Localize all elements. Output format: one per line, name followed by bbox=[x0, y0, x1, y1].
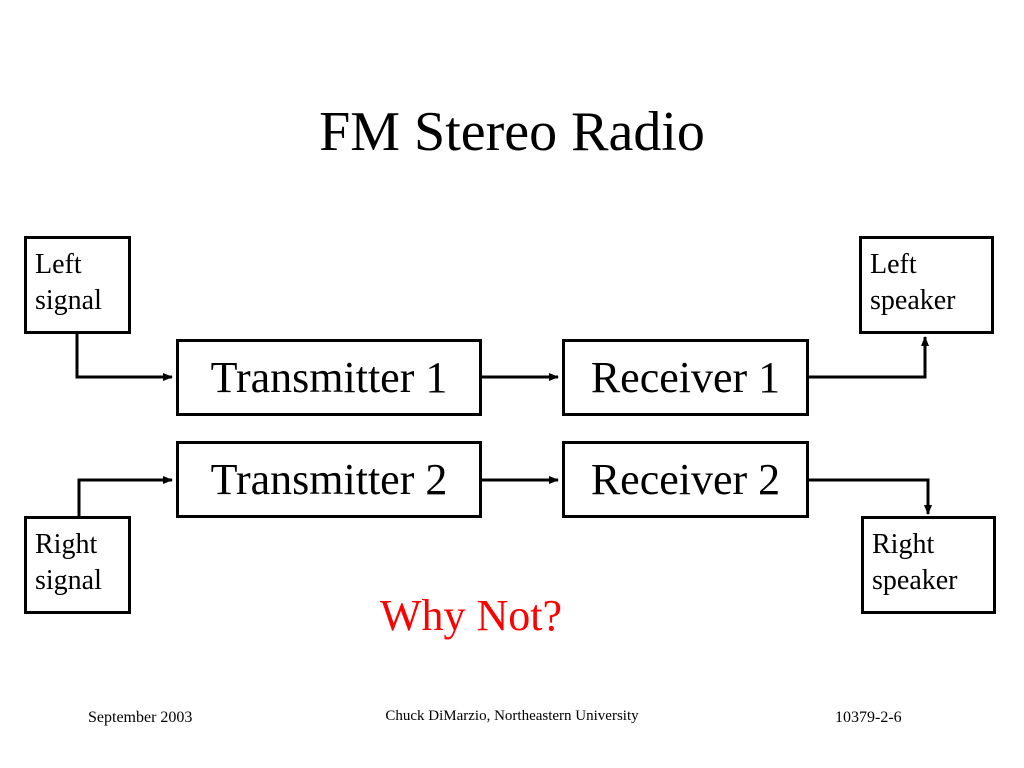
left-speaker-box: Left speaker bbox=[859, 236, 994, 334]
receiver-2-box: Receiver 2 bbox=[562, 441, 809, 518]
footer-author: Chuck DiMarzio, Northeastern University bbox=[385, 708, 639, 724]
transmitter-2-box: Transmitter 2 bbox=[176, 441, 482, 518]
receiver-1-label: Receiver 1 bbox=[590, 353, 781, 402]
right-signal-to-transmitter-2-arrow bbox=[77, 476, 173, 517]
left-signal-label-line-2: signal bbox=[35, 285, 102, 316]
left-signal-label-line-1: Left bbox=[35, 249, 82, 280]
receiver-2-label: Receiver 2 bbox=[590, 455, 781, 504]
right-signal-label-line-1: Right bbox=[35, 529, 98, 560]
slide-title: FM Stereo Radio bbox=[319, 101, 705, 163]
transmitter-1-label: Transmitter 1 bbox=[210, 353, 448, 402]
left-signal-box: Left signal bbox=[24, 236, 131, 334]
receiver-1-to-left-speaker-arrow bbox=[809, 336, 929, 379]
left-signal-to-transmitter-1-arrow bbox=[75, 332, 173, 381]
right-speaker-box: Right speaker bbox=[861, 516, 996, 614]
why-not-note: Why Not? bbox=[380, 591, 563, 640]
receiver-2-to-right-speaker-arrow bbox=[809, 478, 932, 515]
left-speaker-label-line-2: speaker bbox=[870, 285, 956, 316]
left-speaker-label-line-1: Left bbox=[870, 249, 917, 280]
footer-slide-number: 10379-2-6 bbox=[835, 709, 902, 726]
transmitter-1-box: Transmitter 1 bbox=[176, 339, 482, 416]
receiver-1-box: Receiver 1 bbox=[562, 339, 809, 416]
right-speaker-label-line-2: speaker bbox=[872, 565, 958, 596]
transmitter-2-label: Transmitter 2 bbox=[210, 455, 448, 504]
right-signal-label-line-2: signal bbox=[35, 565, 102, 596]
right-signal-box: Right signal bbox=[24, 516, 131, 614]
right-speaker-label-line-1: Right bbox=[872, 529, 935, 560]
footer-date: September 2003 bbox=[88, 709, 193, 726]
